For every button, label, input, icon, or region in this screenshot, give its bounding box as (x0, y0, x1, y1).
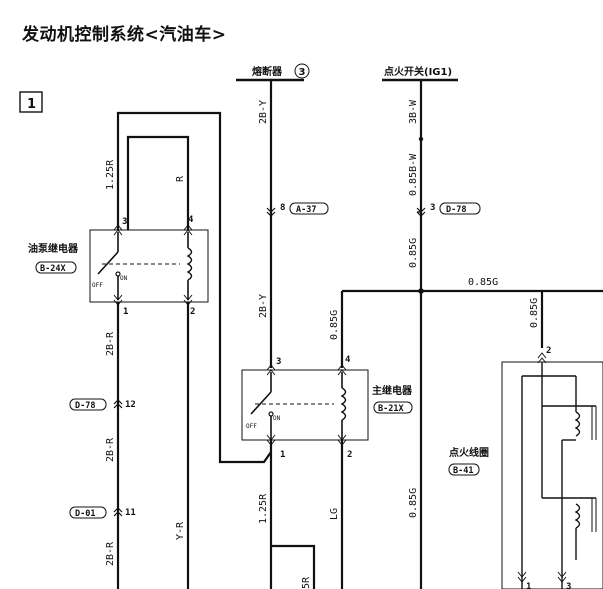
main-relay-code: B-21X (378, 404, 404, 414)
pin-label: 3 (122, 217, 127, 227)
section-number: 1 (27, 97, 36, 112)
pin-label: 12 (125, 400, 136, 410)
pin-label: 2 (347, 450, 352, 460)
wire-label: 1.25R (258, 493, 269, 524)
wire-labels: 2B-Y 2B-Y 3B-W 0.85B-W 0.85G 0.85G 0.85G… (105, 99, 540, 589)
connector-code: D-01 (75, 509, 95, 519)
on-label: ON (120, 275, 128, 282)
wire-label: 0.85G (468, 277, 498, 288)
wire-label: 2B-R (105, 331, 116, 356)
wire-label: 2B-Y (258, 100, 269, 124)
main-relay: 主继电器 B-21X 3 4 1 2 OFF ON (241, 355, 413, 460)
section-marker: 1 (19, 91, 43, 113)
connector-d78-ig: 3 D-78 (416, 202, 481, 217)
wire-label: LG (329, 508, 340, 520)
ignition-coil-code: B-41 (453, 466, 473, 476)
pin-label: 11 (125, 508, 136, 518)
connector-d01: D-01 11 (69, 506, 136, 519)
ignition-coil: 点火线圈 B-41 2 1 3 (448, 346, 603, 589)
connector-code: D-78 (75, 401, 95, 411)
fuel-pump-relay-code: B-24X (40, 264, 66, 274)
wire-label: Y-R (175, 521, 186, 540)
ignition-coil-label: 点火线圈 (449, 446, 489, 459)
ignition-label: 点火开关(IG1) (384, 65, 452, 78)
connector-a37: 8 A-37 (266, 202, 329, 217)
pin-label: 1 (526, 582, 531, 589)
wire-label: 0.85G (408, 238, 419, 268)
pin-label: 1 (123, 307, 128, 317)
main-relay-label: 主继电器 (372, 384, 413, 397)
off-label: OFF (246, 423, 257, 430)
wire-label: 2B-Y (258, 294, 269, 318)
wire-label: 2B-R (105, 541, 116, 566)
wire-label: 1.25R (105, 159, 116, 190)
wire-label: 0.85G (529, 298, 540, 328)
pin-label: 8 (280, 203, 285, 213)
pin-label: 1 (280, 450, 285, 460)
connector-code: A-37 (296, 205, 316, 215)
pin-label: 2 (546, 346, 551, 356)
fuse-number: 3 (299, 67, 306, 78)
connector-code: D-78 (446, 205, 466, 215)
pin-label: 4 (345, 355, 351, 365)
wire-label: 3B-W (408, 99, 419, 124)
connector-d78-left: D-78 12 (69, 398, 136, 411)
wire-label: 5R (301, 576, 312, 589)
wire-label: R (175, 175, 186, 182)
wire-label: 0.85G (408, 488, 419, 518)
pin-label: 4 (188, 215, 194, 225)
off-label: OFF (92, 282, 103, 289)
fuel-pump-relay-label: 油泵继电器 (28, 242, 79, 255)
pin-label: 3 (276, 357, 281, 367)
wire-label: 0.85B-W (408, 153, 419, 196)
fuel-pump-relay: 油泵继电器 B-24X 3 4 1 2 OFF ON (28, 215, 209, 317)
wire-label: 0.85G (329, 310, 340, 340)
fuse-bus: 熔断器 3 (236, 63, 310, 82)
pin-label: 3 (566, 582, 571, 589)
ignition-bus: 点火开关(IG1) (382, 65, 458, 82)
pin-label: 3 (430, 203, 435, 213)
pin-label: 2 (190, 307, 195, 317)
wire-label: 2B-R (105, 437, 116, 462)
page-title: 发动机控制系统<汽油车> (22, 25, 227, 45)
on-label: ON (273, 415, 281, 422)
fuse-label: 熔断器 (252, 65, 283, 78)
